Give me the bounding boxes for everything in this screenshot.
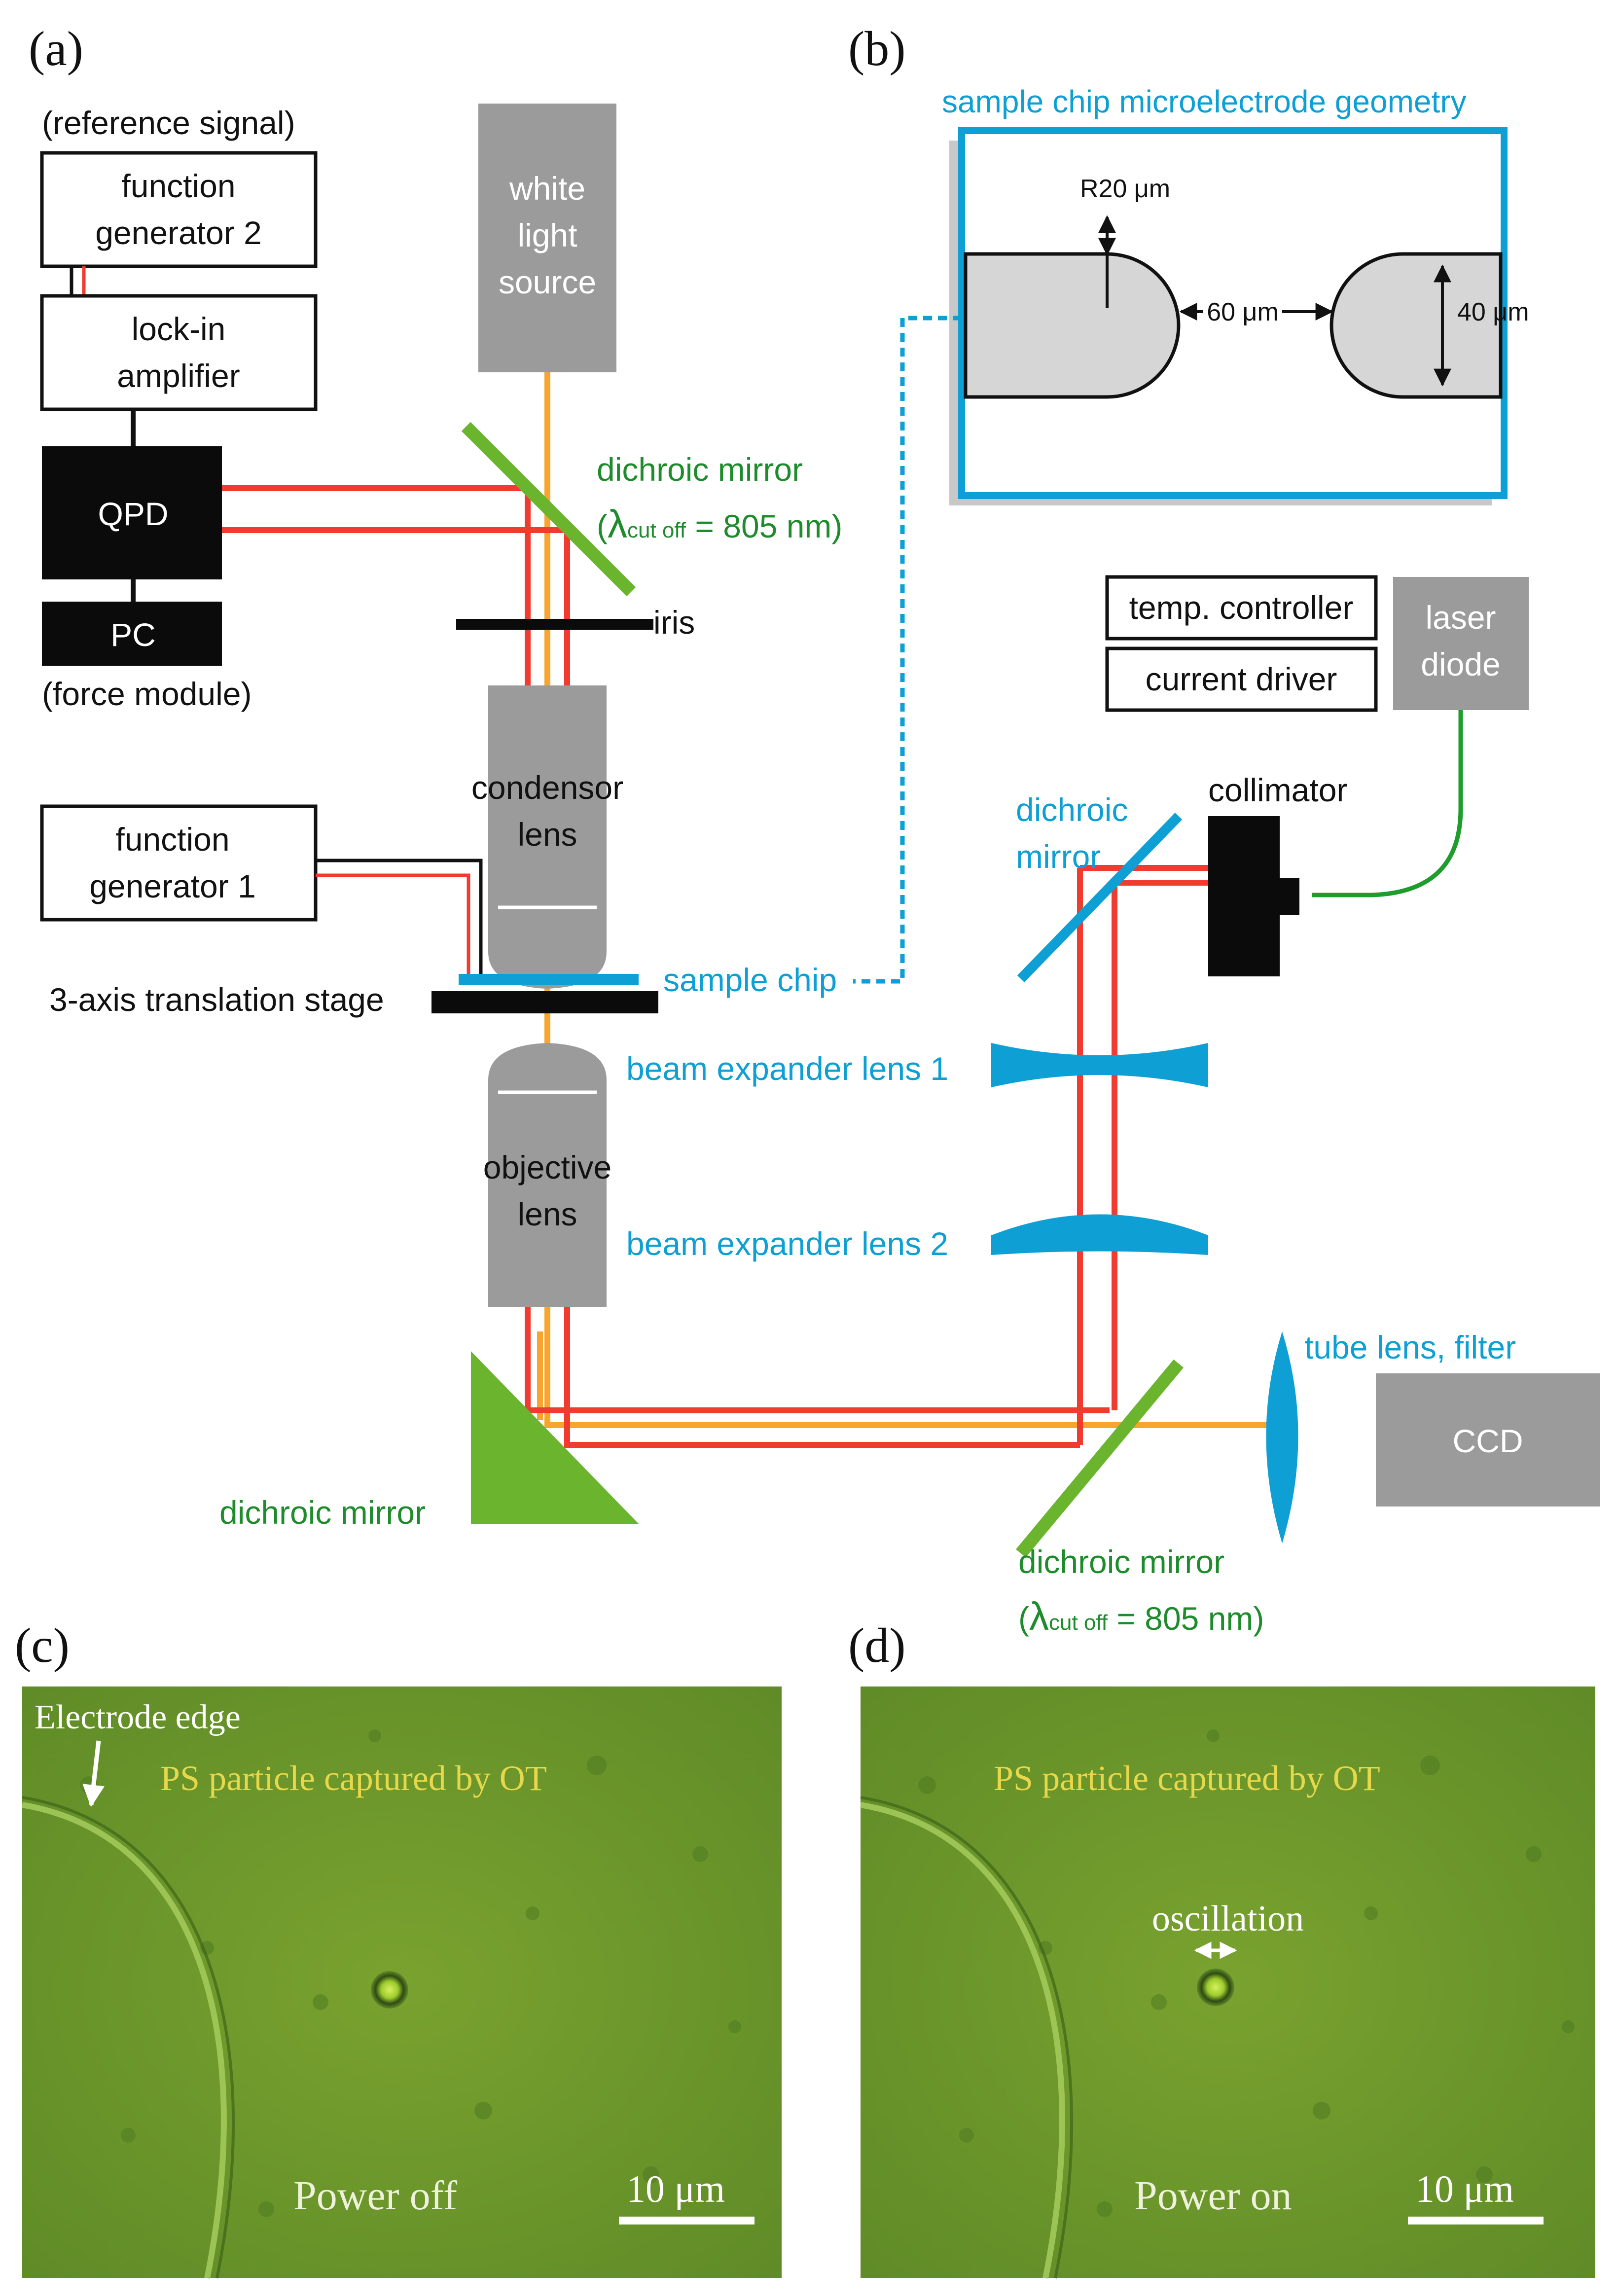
condensor-lens [488,685,607,989]
tube-lens-label: tube lens, filter [1304,1329,1516,1365]
lower-laser-right [564,1292,1080,1448]
dichroic-prism [471,1351,639,1524]
status-d: Power on [1134,2173,1292,2219]
right-dichroic-label-1: dichroic [1016,791,1128,828]
temp-controller-box [1105,575,1378,641]
function-generator-2-box [40,151,318,268]
panel-c-tag: (c) [15,1618,70,1673]
fiber-cable [1312,710,1463,897]
dichroic-prism-label: dichroic mirror [219,1494,426,1531]
panel-b-title: sample chip microelectrode geometry [942,84,1467,119]
beam-expander-1-label: beam expander lens 1 [626,1050,948,1087]
iris-label: iris [653,604,695,641]
qpd-box [42,446,222,579]
electrode-edge-arc-d-dark [860,1796,1074,2279]
scale-c-label: 10 μm [626,2167,725,2210]
pc-label: PC [110,616,156,653]
function-generator-1-label-1: function [115,821,229,858]
reference-signal-label: (reference signal) [42,105,295,141]
panel-b-tag: (b) [848,21,906,76]
panel-a: (a) (reference signal) function [29,21,1600,1638]
scale-d-label: 10 μm [1415,2167,1514,2210]
lockin-amplifier-box [40,294,318,411]
stage-label: 3-axis translation stage [49,981,384,1018]
current-driver-label: current driver [1146,661,1337,697]
collimator-label: collimator [1208,772,1347,808]
condensor-label-2: lens [517,816,577,853]
fg1-wire-red [316,873,470,979]
collimator-box [1208,816,1280,976]
laser-diode-box [1393,577,1529,710]
pc-box [42,602,222,666]
objective-label-2: lens [517,1196,577,1232]
temp-controller-label: temp. controller [1129,589,1354,626]
current-driver-box [1105,646,1378,712]
force-module-label: (force module) [42,676,252,712]
radius-label: R20 μm [1080,175,1170,203]
beam-expander-lens-1 [991,1043,1208,1087]
tube-lens [1266,1331,1298,1543]
panel-c: (c) Electrode edge PS particle captured … [15,1618,782,2279]
laser-diode-label-1: laser [1425,599,1496,636]
panel-b: (b) sample chip microelectrode geometry … [848,21,1529,984]
panel-d: (d) oscillation PS particle captured by … [848,1618,1595,2279]
ccd-box [1376,1373,1600,1507]
sample-chip-link [853,316,962,984]
laser-diode-label-2: diode [1421,646,1501,682]
oscillation-label: oscillation [1152,1899,1304,1939]
scale-c-bar [619,2217,755,2224]
condensor-label-1: condensor [471,769,623,806]
lower-laser-left [525,1292,1110,1413]
status-c: Power off [293,2173,457,2219]
function-generator-2-label-1: function [121,168,235,204]
right-dichroic-mirror [1017,813,1183,982]
electrode-edge-arc-d [860,1802,1065,2279]
panel-d-tag: (d) [848,1618,906,1673]
white-light-source-box [478,104,616,372]
electrode-edge-arc-c [21,1802,227,2279]
bottom-dichroic-label-1: dichroic mirror [1018,1543,1224,1580]
lockin-label-1: lock-in [132,311,226,347]
electrode-edge-arrow [82,1740,105,1807]
sample-chip [459,974,639,985]
function-generator-1-label-2: generator 1 [89,868,256,904]
photo-d-speckles [918,1729,1575,2217]
collimator-connector [1280,878,1299,915]
ccd-label: CCD [1453,1423,1523,1459]
lockin-label-2: amplifier [117,358,240,394]
width-label: 40 μm [1457,298,1529,326]
sample-chip-label: sample chip [663,962,837,998]
bottom-dichroic-mirror [1016,1359,1184,1558]
objective-lens [488,1043,607,1307]
beam-expander-2-label: beam expander lens 2 [626,1225,948,1262]
electrode-edge-label: Electrode edge [35,1698,241,1736]
bottom-dichroic-label-2: (λcut off = 805 nm) [1018,1594,1264,1638]
electrode-left [964,252,1181,399]
qpd-label: QPD [98,496,168,532]
beam-expander-lens-2 [991,1214,1208,1255]
caption-d: PS particle captured by OT [994,1758,1380,1798]
translation-stage [431,991,658,1013]
gap-label: 60 μm [1207,298,1279,326]
top-dichroic-label-2: (λcut off = 805 nm) [597,502,842,546]
white-light-label-1: white [509,170,585,207]
electrode-edge-arc-c-dark [22,1796,235,2279]
function-generator-1-box [40,804,318,922]
white-light-label-2: light [517,217,577,253]
right-dichroic-label-2: mirror [1016,838,1101,875]
fg1-wire-black [316,859,483,979]
objective-label-1: objective [483,1149,612,1185]
trapped-particle-c [371,1971,408,2009]
scale-d-bar [1408,2217,1544,2224]
white-light-label-3: source [499,264,596,300]
top-dichroic-mirror [461,422,636,597]
top-dichroic-label-1: dichroic mirror [597,451,803,488]
iris [456,619,653,630]
trapped-particle-d [1197,1969,1234,2006]
electrode-right [1330,252,1503,399]
function-generator-2-label-2: generator 2 [95,215,262,251]
caption-c: PS particle captured by OT [160,1758,547,1798]
panel-a-tag: (a) [29,21,83,76]
